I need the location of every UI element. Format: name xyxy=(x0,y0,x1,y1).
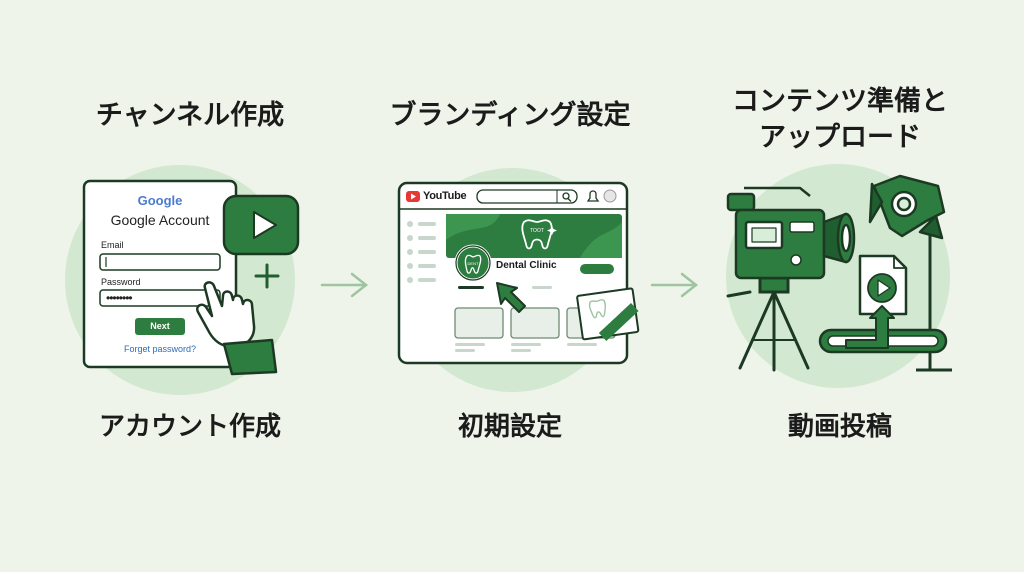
tooth-icon xyxy=(521,219,553,250)
search-icon xyxy=(562,192,572,202)
step1-caption: アカウント作成 xyxy=(98,412,281,442)
step2-title: ブランディング設定 xyxy=(389,100,631,131)
search-input xyxy=(476,189,578,204)
plus-icon xyxy=(254,263,280,289)
account-title: Google Account xyxy=(110,212,210,228)
browser-window xyxy=(397,181,629,365)
pointing-hand-icon xyxy=(196,281,278,376)
forgot-password-link[interactable]: Forget password? xyxy=(123,344,197,354)
studio-light-icon xyxy=(868,174,952,372)
cursor-arrow-icon xyxy=(496,282,526,313)
site-name: YouTube xyxy=(423,190,467,202)
arrow-icon xyxy=(650,272,699,298)
profile-icon xyxy=(603,189,617,203)
youtube-logo-icon xyxy=(406,191,420,202)
email-label: Email xyxy=(101,240,124,250)
step2-caption: 初期設定 xyxy=(457,412,562,442)
step3-caption: 動画投稿 xyxy=(787,412,892,442)
watermark-stamp-text: Watermark xyxy=(599,310,622,332)
channel-banner xyxy=(446,214,622,258)
avatar-text: DENT xyxy=(467,261,479,266)
video-file-icon xyxy=(858,254,908,316)
sidebar xyxy=(407,221,436,283)
login-card xyxy=(82,179,238,369)
arrow-icon xyxy=(320,272,369,298)
email-input[interactable] xyxy=(100,254,220,270)
upload-arrow-icon xyxy=(845,305,895,349)
video-camera-icon xyxy=(726,186,856,280)
sparkle-icon xyxy=(547,226,557,235)
upload-bar xyxy=(818,328,948,354)
step1-title: チャンネル作成 xyxy=(95,100,285,131)
step3-title-line1: コンテンツ準備と xyxy=(732,86,948,117)
banner-logo-text: TOOT xyxy=(530,228,544,234)
subscribe-button xyxy=(580,264,614,274)
step3-title-line2: アップロード xyxy=(759,122,921,153)
channel-name: Dental Clinic xyxy=(496,260,557,271)
password-input[interactable]: •••••••• xyxy=(106,291,133,305)
password-label: Password xyxy=(101,277,141,287)
bell-icon xyxy=(586,190,600,202)
step3-circle xyxy=(726,164,950,388)
channel-tabs xyxy=(458,286,552,289)
next-button-label[interactable]: Next xyxy=(150,321,170,331)
video-grid xyxy=(454,307,616,352)
google-logo: Google xyxy=(137,193,183,208)
tripod-icon xyxy=(726,276,810,372)
